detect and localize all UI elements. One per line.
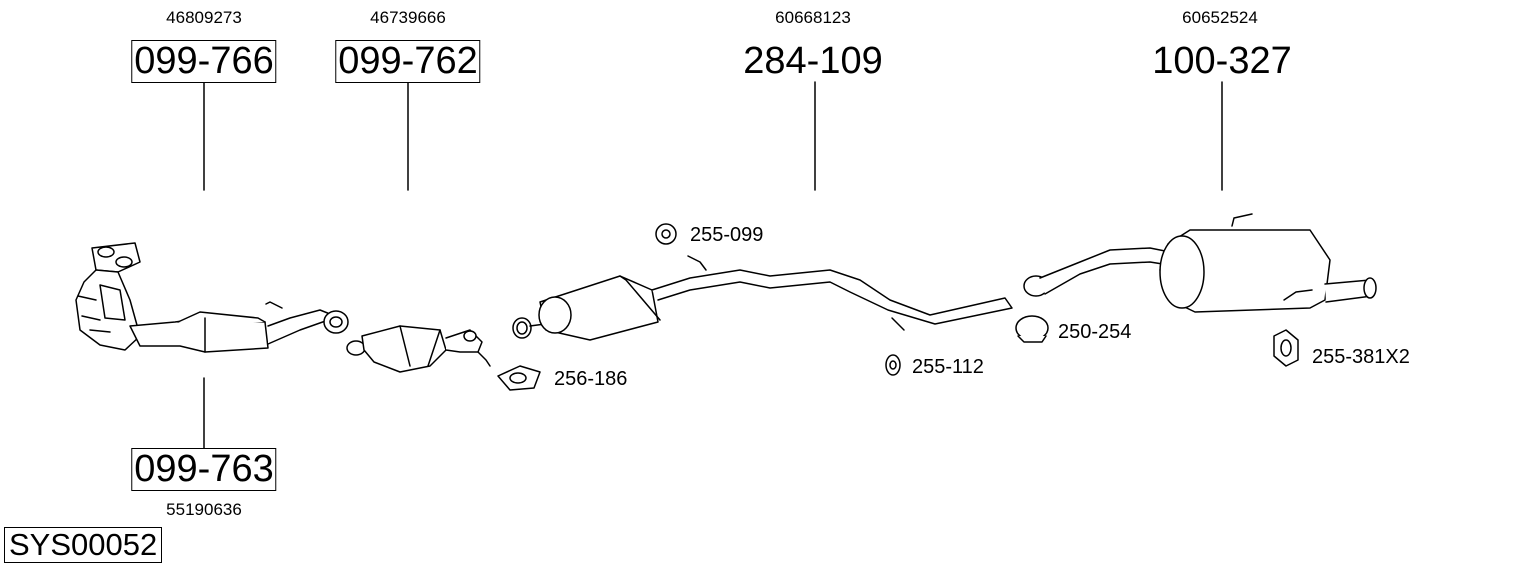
clamp-icon	[1015, 315, 1049, 343]
rear-silencer-drawing	[1023, 213, 1377, 313]
catalyst-drawing	[346, 325, 491, 373]
rubber-mount-icon	[1273, 329, 1299, 367]
accessory-label-255-381x2[interactable]: 255-381X2	[1312, 346, 1410, 368]
oem-number-099-766: 46809273	[166, 8, 242, 27]
oem-number-099-762: 46739666	[370, 8, 446, 27]
oem-number-284-109: 60668123	[775, 8, 851, 27]
part-number-099-763[interactable]: 099-763	[131, 448, 277, 491]
accessory-label-256-186[interactable]: 256-186	[554, 368, 628, 390]
part-number-284-109[interactable]: 284-109	[743, 40, 883, 82]
part-number-099-762[interactable]: 099-762	[335, 40, 481, 83]
system-code: SYS00052	[4, 527, 163, 563]
rubber-hanger-icon	[655, 223, 677, 245]
oem-number-100-327: 60652524	[1182, 8, 1258, 27]
centre-silencer-drawing	[512, 255, 1013, 341]
gasket-icon	[497, 365, 541, 391]
accessory-label-255-099[interactable]: 255-099	[690, 224, 764, 246]
part-number-100-327[interactable]: 100-327	[1152, 40, 1292, 82]
part-number-099-766[interactable]: 099-766	[131, 40, 277, 83]
accessory-label-255-112[interactable]: 255-112	[912, 356, 984, 378]
rubber-hanger-icon	[885, 354, 901, 376]
oem-number-099-763: 55190636	[166, 500, 242, 519]
accessory-label-250-254[interactable]: 250-254	[1058, 321, 1132, 343]
manifold-catalyst-drawing	[75, 242, 349, 353]
